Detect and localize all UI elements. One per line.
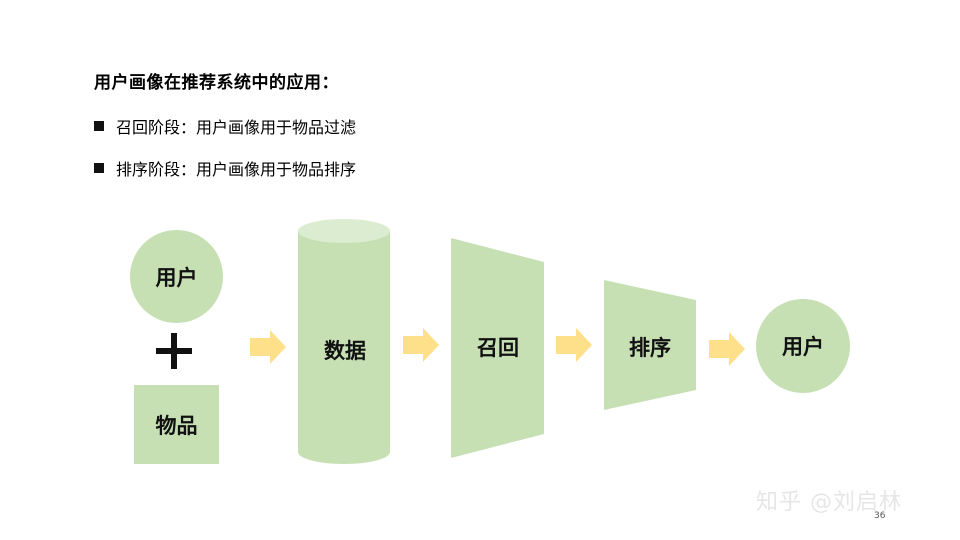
bullet-square-icon — [94, 121, 104, 131]
output-user-circle: 用户 — [756, 299, 850, 393]
bullet-square-icon — [94, 163, 104, 173]
data-label-wrap: 数据 — [300, 330, 390, 370]
arrow-icon — [250, 330, 286, 364]
bullet-recall-text: 召回阶段：用户画像用于物品过滤 — [116, 118, 357, 137]
slide-title: 用户画像在推荐系统中的应用： — [94, 73, 339, 93]
rank-funnel — [604, 280, 696, 410]
data-label: 数据 — [324, 339, 366, 363]
rank-label-wrap: 排序 — [604, 327, 696, 367]
output-user-label: 用户 — [782, 335, 824, 359]
rank-label: 排序 — [629, 336, 671, 360]
arrow-icon — [709, 332, 745, 366]
bullet-rank-text: 排序阶段：用户画像用于物品排序 — [116, 160, 357, 179]
recall-funnel — [451, 238, 544, 458]
bullet-rank: 排序阶段：用户画像用于物品排序 — [94, 156, 356, 180]
arrow-icon — [556, 328, 592, 362]
data-cylinder — [298, 219, 390, 464]
page-number: 36 — [874, 511, 886, 521]
plus-icon — [156, 333, 192, 369]
input-item-label: 物品 — [155, 413, 198, 438]
input-user-label: 用户 — [155, 265, 198, 290]
watermark: 知乎 @刘启林 — [756, 490, 902, 515]
bullet-recall: 召回阶段：用户画像用于物品过滤 — [94, 114, 356, 138]
recall-label: 召回 — [477, 336, 519, 360]
input-item-box: 物品 — [134, 385, 219, 464]
recall-label-wrap: 召回 — [452, 327, 544, 367]
arrow-icon — [403, 328, 439, 362]
input-user-circle: 用户 — [130, 230, 223, 323]
